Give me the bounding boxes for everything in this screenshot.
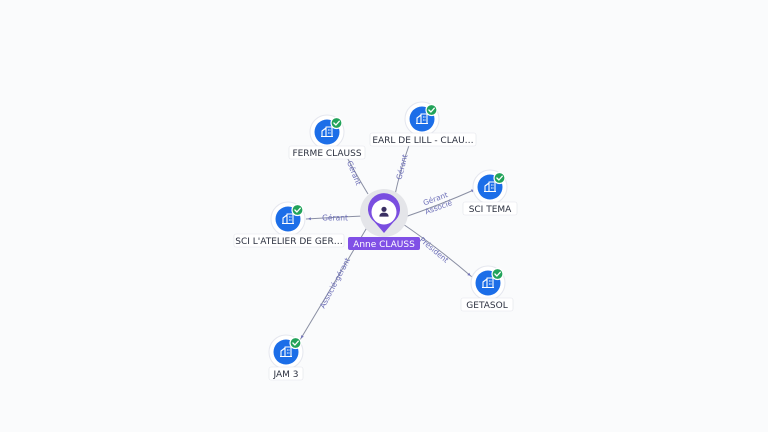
center-core	[371, 199, 397, 225]
building-icon	[321, 126, 333, 138]
center-person-node[interactable]: Anne CLAUSS	[348, 189, 420, 250]
arrow-head-icon	[301, 335, 304, 339]
company-name[interactable]: FERME CLAUSS	[292, 149, 361, 159]
company-name[interactable]: SCI TEMA	[469, 205, 512, 215]
relation-role: Gérant	[345, 159, 363, 186]
relation-role: Associé-gérant	[318, 256, 352, 310]
verified-check-icon	[493, 171, 506, 185]
company-name[interactable]: SCI L'ATELIER DE GER…	[235, 237, 343, 247]
company-node-tema[interactable]: SCI TEMA	[462, 169, 518, 216]
verified-check-icon	[291, 203, 304, 217]
company-label-box	[288, 145, 366, 160]
company-node-getasol[interactable]: GETASOL	[460, 265, 514, 312]
relation-edge-atelier[interactable]: Gérant	[305, 214, 364, 223]
building-icon	[482, 277, 494, 289]
company-name[interactable]: EARL DE LILL - CLAU…	[372, 136, 473, 146]
person-icon	[379, 206, 389, 217]
building-icon	[280, 346, 292, 358]
relation-line	[401, 188, 477, 219]
relation-label: Président	[418, 235, 451, 264]
company-node-earl[interactable]: EARL DE LILL - CLAU…	[369, 101, 477, 147]
verified-check-icon	[289, 336, 302, 350]
verified-check-icon	[425, 103, 438, 117]
company-label-box	[460, 297, 514, 312]
verified-check-icon	[330, 116, 343, 130]
company-label-box	[268, 366, 304, 381]
company-node-jam[interactable]: JAM 3	[268, 334, 304, 381]
company-name[interactable]: JAM 3	[272, 370, 298, 380]
relation-role: Président	[418, 235, 451, 264]
company-label-box	[233, 233, 345, 248]
relation-label: Gérant	[322, 214, 348, 223]
company-label-box	[369, 132, 477, 147]
arrow-head-icon	[467, 272, 471, 276]
company-node-atelier[interactable]: SCI L'ATELIER DE GER…	[233, 201, 345, 248]
relation-label: Gérant	[345, 159, 363, 186]
relation-line	[299, 223, 370, 341]
company-label-box	[462, 201, 518, 216]
relation-label: Associé-gérant	[318, 256, 352, 310]
center-label-box	[348, 237, 420, 250]
arrow-head-icon	[308, 217, 311, 221]
company-node-ferme[interactable]: FERME CLAUSS	[288, 114, 366, 160]
relation-role: Gérant	[322, 214, 348, 223]
nodes-layer: FERME CLAUSS EARL DE LILL - CLAU… SCI TEMA…	[233, 101, 518, 381]
relation-role: Gérant	[395, 153, 410, 180]
verified-check-icon	[491, 267, 504, 281]
company-name[interactable]: GETASOL	[466, 301, 507, 311]
center-person-name[interactable]: Anne CLAUSS	[353, 240, 415, 250]
relation-line	[399, 221, 473, 278]
relation-line	[305, 215, 364, 220]
relation-label: Gérant	[395, 153, 410, 180]
